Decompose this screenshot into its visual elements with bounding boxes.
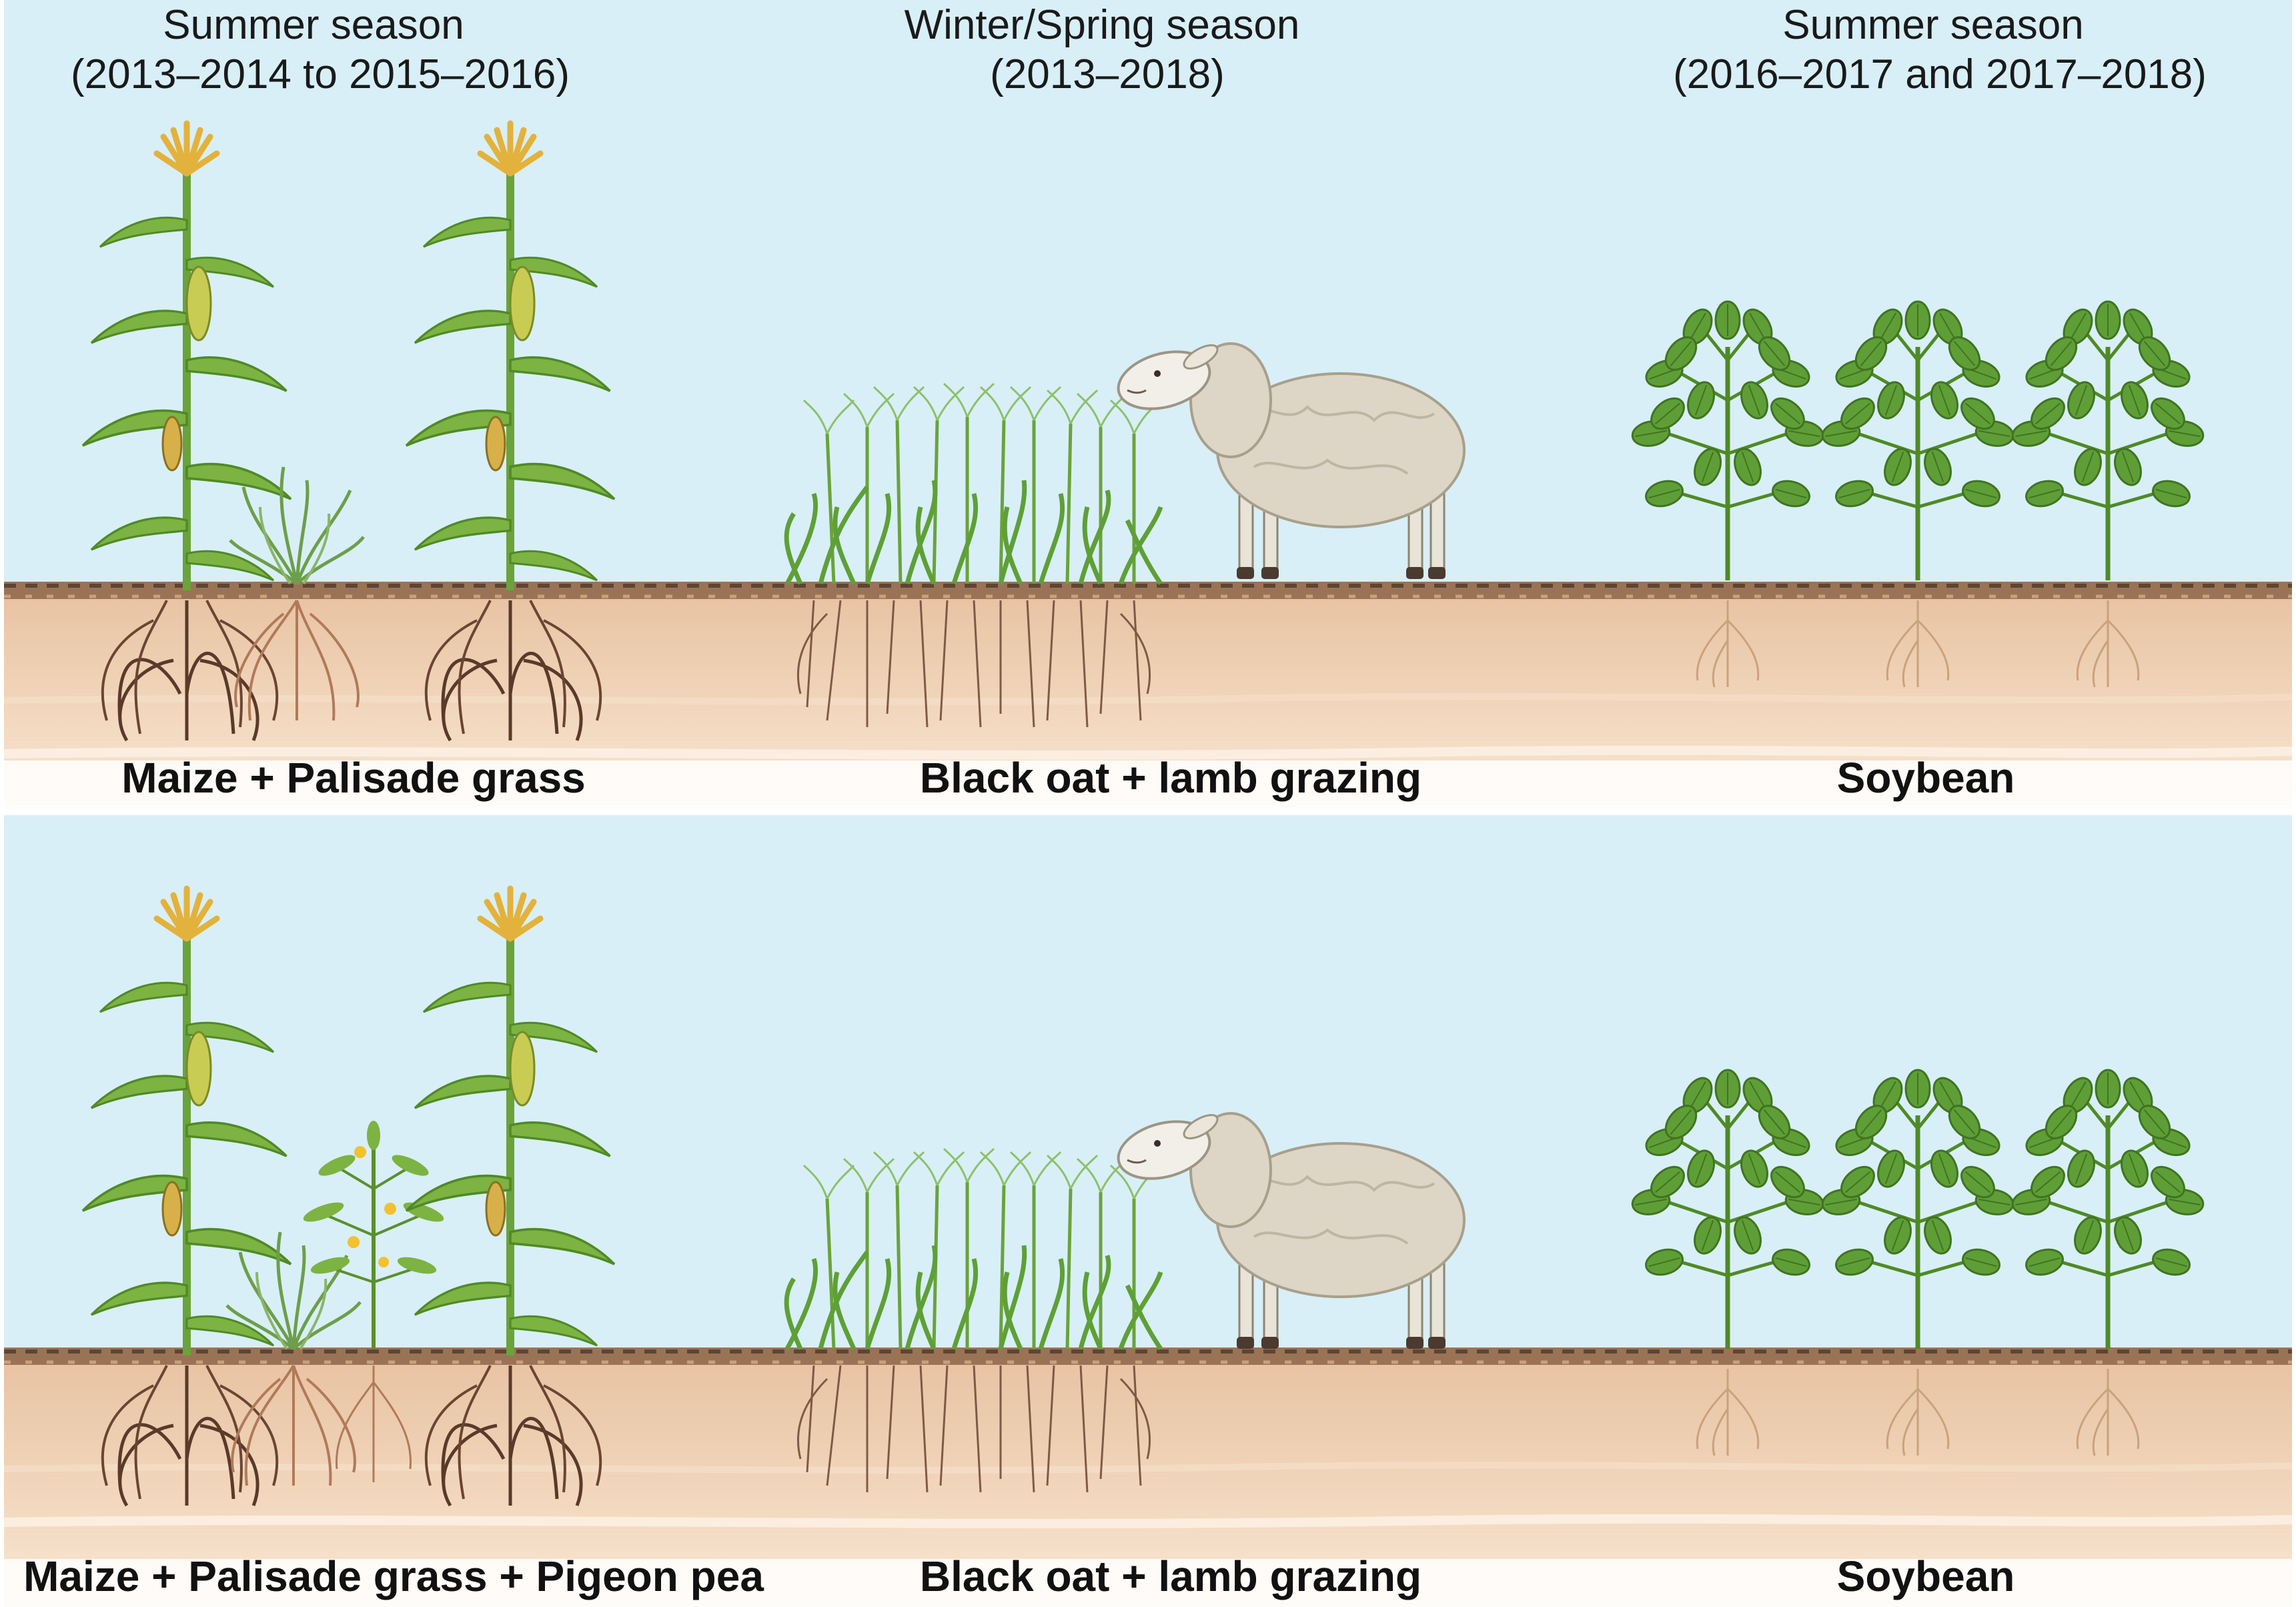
palisade-grass-icon bbox=[225, 1231, 362, 1486]
soybean-plant-icon bbox=[1819, 1069, 2017, 1456]
label-black-oat-lamb: Black oat + lamb grazing bbox=[920, 754, 1421, 802]
maize-plant-icon bbox=[405, 120, 616, 742]
label-soybean: Soybean bbox=[1837, 1552, 2015, 1600]
maize-plant-icon bbox=[81, 120, 292, 742]
soybean-plant-icon bbox=[1819, 300, 2017, 688]
label-soybean: Soybean bbox=[1837, 754, 2015, 802]
label-black-oat-lamb: Black oat + lamb grazing bbox=[920, 1552, 1421, 1600]
black-oat-icon bbox=[784, 382, 1163, 728]
header-summer-2-period: (2016–2017 and 2017–2018) bbox=[1673, 51, 2207, 97]
black-oat-icon bbox=[784, 1147, 1163, 1493]
soybean-plant-icon bbox=[1629, 1069, 1826, 1456]
label-maize-palisade-pigeon-pea: Maize + Palisade grass + Pigeon pea bbox=[23, 1552, 764, 1600]
panel-top: Summer season (2013–2014 to 2015–2016) W… bbox=[3, 0, 2293, 807]
soil-stratum-line bbox=[3, 745, 2293, 760]
maize-plant-icon bbox=[405, 885, 616, 1507]
header-winter-period: (2013–2018) bbox=[990, 51, 1225, 97]
maize-plant-icon bbox=[81, 885, 292, 1507]
panel-bottom: Maize + Palisade grass + Pigeon pea Blac… bbox=[3, 815, 2293, 1607]
lamb-icon bbox=[1117, 1112, 1466, 1349]
header-summer-1-period: (2013–2014 to 2015–2016) bbox=[71, 51, 570, 97]
header-winter-title: Winter/Spring season bbox=[905, 2, 1300, 48]
label-band bbox=[4, 760, 2292, 807]
header-summer-2-title: Summer season bbox=[1782, 2, 2083, 48]
soybean-plant-icon bbox=[2009, 1069, 2207, 1456]
lamb-icon bbox=[1117, 342, 1466, 579]
palisade-grass-icon bbox=[229, 466, 365, 721]
soil-stratum-line bbox=[3, 1514, 2293, 1528]
pigeon-pea-icon bbox=[303, 1121, 444, 1482]
label-band bbox=[4, 1559, 2292, 1607]
label-maize-palisade: Maize + Palisade grass bbox=[121, 754, 586, 802]
header-summer-1-title: Summer season bbox=[163, 2, 464, 48]
soil-stratum-line bbox=[3, 1462, 2293, 1474]
soybean-plant-icon bbox=[2009, 300, 2207, 688]
soybean-plant-icon bbox=[1629, 300, 1826, 688]
soil-stratum-line bbox=[3, 693, 2293, 705]
